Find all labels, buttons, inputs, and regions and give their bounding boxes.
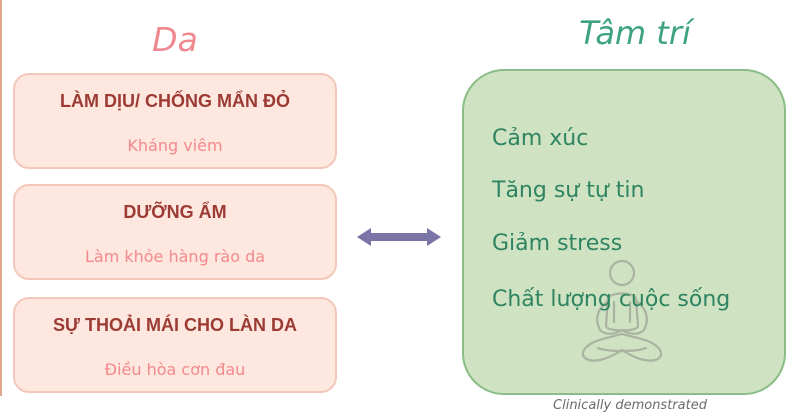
skin-benefit-heading: LÀM DỊU/ CHỐNG MẨN ĐỎ — [60, 91, 290, 111]
skin-benefit-detail: Điều hòa cơn đau — [104, 360, 246, 379]
skin-benefit-box-soothing: LÀM DỊU/ CHỐNG MẨN ĐỎ Kháng viêm — [13, 73, 337, 169]
skin-benefit-heading: DƯỠNG ẨM — [123, 202, 227, 222]
skin-benefit-detail: Làm khỏe hàng rào da — [84, 247, 266, 266]
mind-column-title: Tâm trí — [579, 14, 691, 52]
mind-benefit-item: Giảm stress — [492, 231, 623, 256]
skin-benefit-detail: Kháng viêm — [127, 136, 223, 155]
double-arrow-icon — [357, 228, 441, 246]
meditation-icon — [581, 259, 663, 362]
mind-benefit-item: Cảm xúc — [492, 126, 589, 151]
skin-column-title: Da — [152, 20, 198, 59]
clinical-caption: Clinically demonstrated — [553, 398, 707, 413]
skin-benefit-box-comfort: SỰ THOẢI MÁI CHO LÀN DA Điều hòa cơn đau — [13, 297, 337, 393]
mind-benefits-box — [462, 69, 786, 395]
skin-benefit-heading: SỰ THOẢI MÁI CHO LÀN DA — [53, 315, 297, 335]
mind-benefit-item: Tăng sự tự tin — [492, 178, 645, 203]
mind-benefit-item: Chất lượng cuộc sống — [492, 287, 731, 312]
skin-benefit-box-moisturizing: DƯỠNG ẨM Làm khỏe hàng rào da — [13, 184, 337, 280]
left-divider-line — [0, 0, 2, 396]
